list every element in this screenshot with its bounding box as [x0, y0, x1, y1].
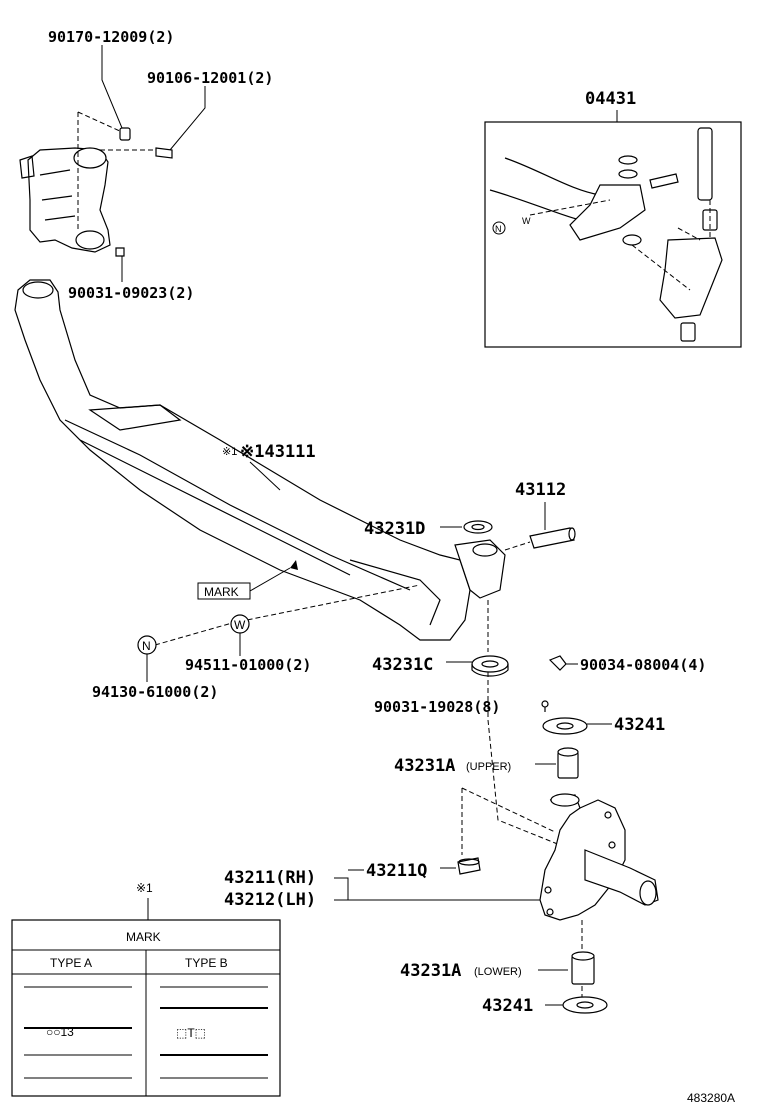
king-pin-43112	[529, 527, 576, 549]
part-number-43211-rh: 43211(RH)	[224, 868, 316, 888]
kit-inset-box	[484, 121, 742, 348]
nut-90170	[119, 127, 131, 141]
type-a-mark: ○○13	[46, 1025, 74, 1039]
cap-43241-lower	[562, 996, 608, 1014]
part-number-43231A-upper: 43231A	[394, 756, 455, 776]
washer-43231D	[463, 520, 493, 534]
steering-knuckle	[539, 793, 659, 921]
front-axle-beam	[14, 279, 506, 641]
inset-w-symbol: W	[522, 216, 531, 226]
knuckle-arm-illustration	[19, 147, 111, 253]
part-number-90034-08004: 90034-08004(4)	[580, 656, 706, 674]
bearing-43231C	[471, 655, 509, 677]
part-number-43211Q: 43211Q	[366, 861, 427, 881]
reference-symbol: ※1	[222, 446, 237, 458]
mark-table-type-a: TYPE A	[50, 956, 92, 970]
kit-inset-illustration: N W	[489, 127, 723, 342]
part-number-90031-09023: 90031-09023(2)	[68, 284, 194, 302]
part-number-90031-19028: 90031-19028(8)	[374, 698, 500, 716]
part-number-43231A-lower: 43231A	[400, 961, 461, 981]
bushing-43231A-upper	[557, 747, 579, 779]
mark-table	[11, 919, 281, 1097]
washer-symbol: W	[234, 618, 246, 632]
mark-table-title: MARK	[126, 930, 161, 944]
cap-43241-upper	[542, 717, 588, 735]
bolt-90031-09023	[115, 247, 125, 257]
part-number-94130-61000: 94130-61000(2)	[92, 683, 218, 701]
part-number-94511-01000: 94511-01000(2)	[185, 656, 311, 674]
mark-label: MARK	[204, 585, 239, 599]
figure-id: 483280A	[687, 1091, 735, 1105]
part-number-43241-lower: 43241	[482, 996, 533, 1016]
upper-position-label: (UPPER)	[466, 761, 511, 773]
inset-n-symbol: N	[495, 224, 502, 234]
nut-symbol: N	[142, 639, 151, 653]
part-number-43112: 43112	[515, 480, 566, 500]
grease-fitting-90034	[548, 655, 567, 671]
part-number-04431: 04431	[585, 89, 636, 109]
lower-position-label: (LOWER)	[474, 966, 522, 978]
part-number-90106-12001: 90106-12001(2)	[147, 69, 273, 87]
mark-table-reference: ※1	[136, 881, 153, 895]
type-b-mark: ⬚T⬚	[176, 1026, 206, 1040]
part-number-43241-upper: 43241	[614, 715, 665, 735]
mark-table-type-b: TYPE B	[185, 956, 228, 970]
part-number-43231D: 43231D	[364, 519, 425, 539]
bolt-90106	[155, 147, 173, 159]
part-number-90170-12009: 90170-12009(2)	[48, 28, 174, 46]
bushing-43211Q	[457, 857, 481, 875]
bolt-90031-19028	[541, 700, 549, 712]
part-number-43231C: 43231C	[372, 655, 433, 675]
part-number-43212-lh: 43212(LH)	[224, 890, 316, 910]
bushing-43231A-lower	[571, 951, 595, 985]
part-number-43111: ※143111	[240, 442, 316, 462]
